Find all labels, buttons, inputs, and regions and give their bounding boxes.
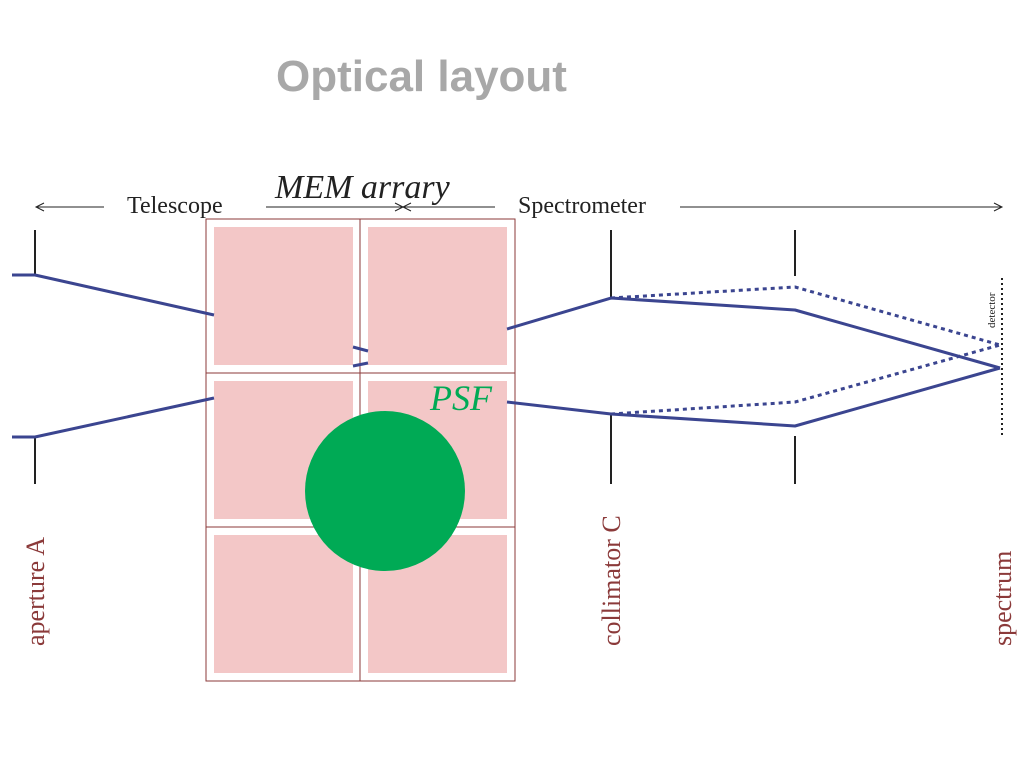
section-arrows [34, 202, 1004, 212]
ray-crossing-gap [352, 345, 369, 353]
mem-mirror [214, 227, 353, 365]
ray-upper-dotted [610, 285, 1001, 347]
rays [12, 273, 1001, 439]
collimator-label: collimator C [597, 515, 626, 646]
slide-title: Optical layout [276, 52, 567, 101]
mem-mirror [368, 227, 507, 365]
ray-crossing-gap [352, 361, 369, 368]
detector-label: detector [986, 292, 998, 328]
psf-disk [305, 411, 465, 571]
aperture-label: aperture A [21, 537, 50, 646]
telescope-label: Telescope [127, 193, 223, 219]
spectrometer-label: Spectrometer [518, 193, 646, 219]
mem-mirror [214, 535, 353, 673]
ray-upper-spectrometer [506, 296, 1001, 370]
psf-label: PSF [429, 378, 493, 418]
ray-upper-telescope [12, 273, 215, 317]
mem-array-label: MEM arrary [274, 169, 451, 206]
ray-lower-spectrometer [506, 366, 1001, 428]
ray-lower-dotted [610, 343, 1001, 416]
spectrum-label: spectrum [988, 551, 1017, 646]
ray-lower-telescope [12, 396, 215, 439]
